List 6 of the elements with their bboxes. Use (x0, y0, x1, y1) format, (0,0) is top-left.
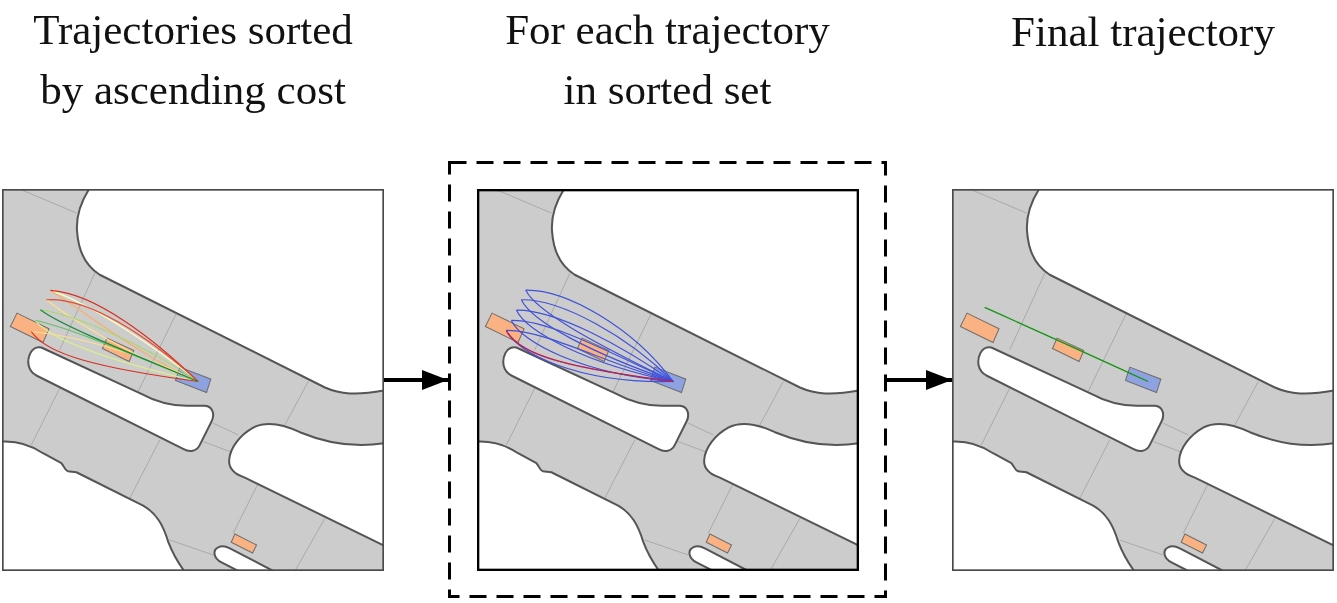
panel-title: For each trajectory in sorted set (504, 5, 831, 115)
road-map-illustration (477, 189, 859, 571)
arrow (384, 370, 448, 390)
arrow (887, 370, 952, 390)
panel-title: Final trajectory (1010, 7, 1276, 57)
panel-title: Trajectories sorted by ascending cost (32, 5, 354, 115)
